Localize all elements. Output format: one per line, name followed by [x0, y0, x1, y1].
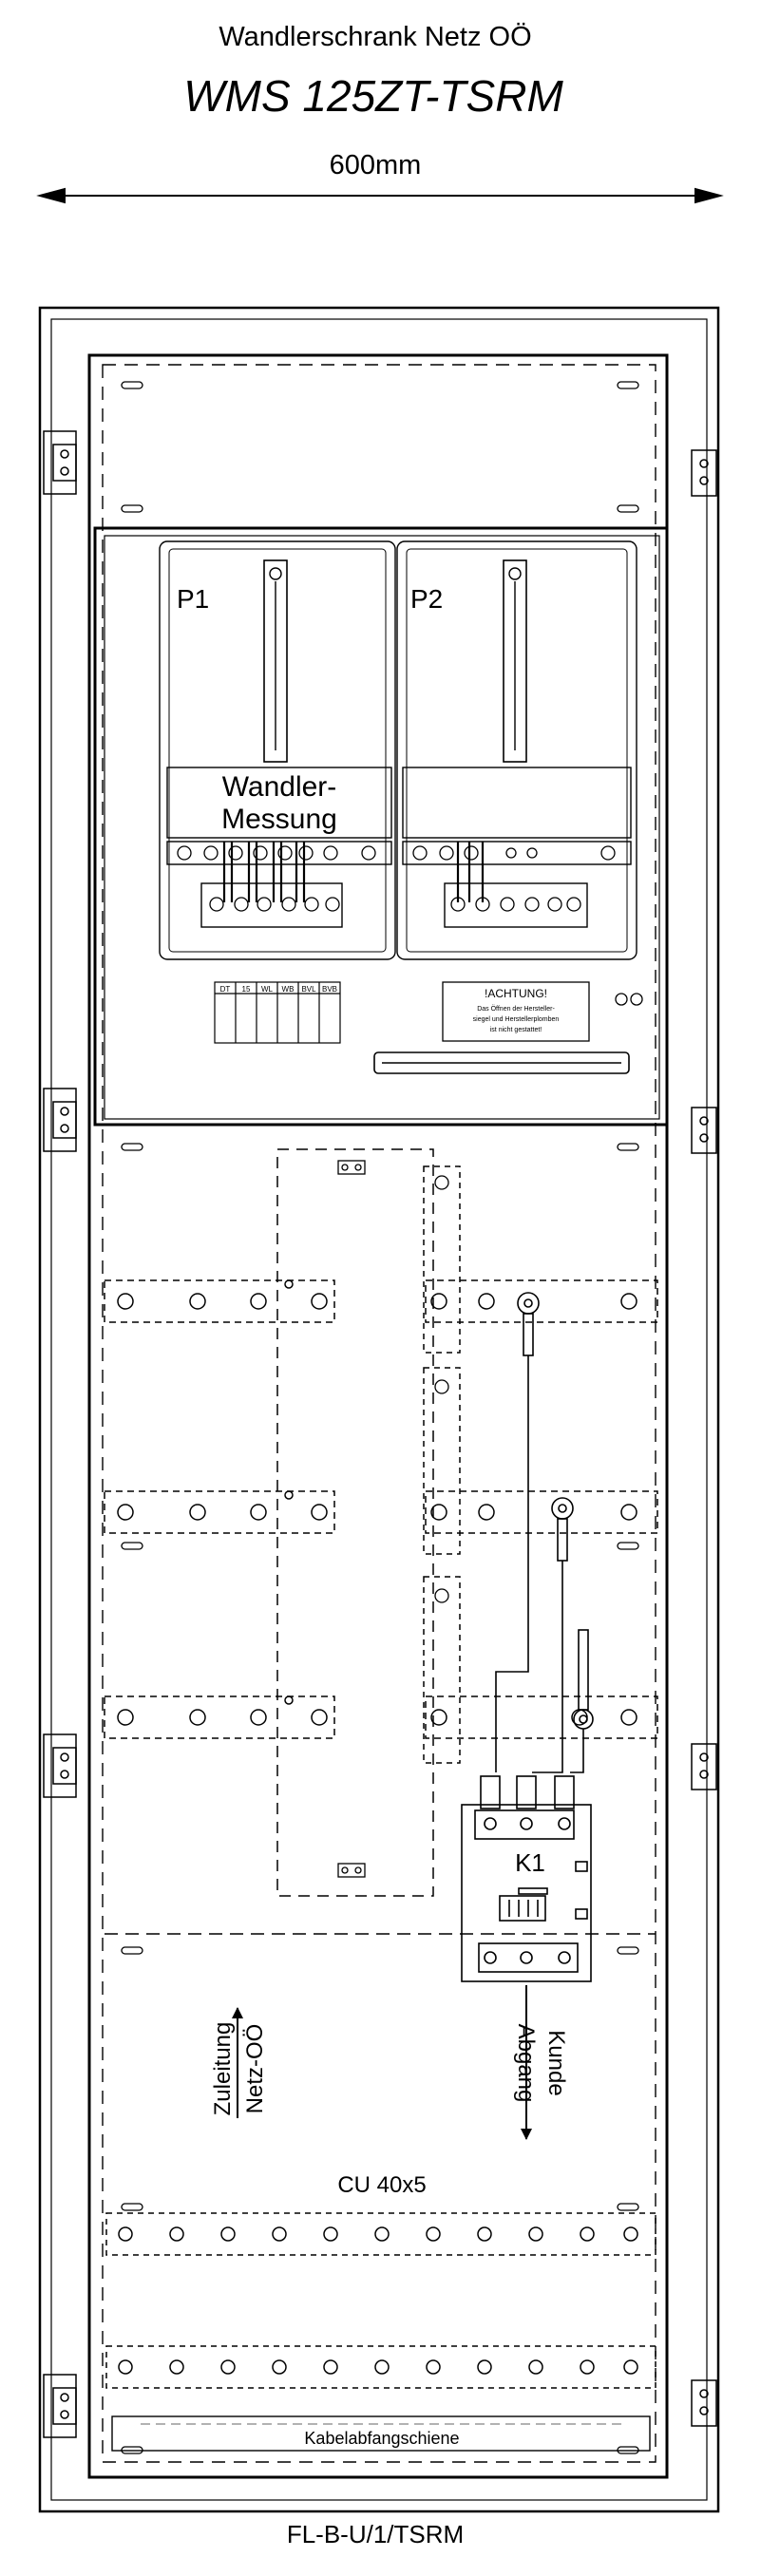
channel-connectors: [337, 1160, 366, 1878]
footer-designation: FL-B-U/1/TSRM: [287, 2520, 464, 2548]
contactor-k1: [461, 1775, 592, 1982]
meter-p1-wires: [222, 842, 306, 902]
fuse-holder-screws: [434, 1175, 449, 1603]
terminal-label-wl: WL: [261, 985, 274, 994]
width-dimension-label: 600mm: [330, 150, 422, 180]
vertical-channel-left: [276, 1148, 434, 1897]
warning-label-box: [442, 981, 590, 1042]
copper-busbar-1: [105, 2212, 656, 2256]
meter-p2-screws: [412, 845, 616, 912]
cabinet-subtitle: Wandlerschrank Netz OÖ: [219, 22, 531, 52]
lock-right-2: [691, 1107, 717, 1154]
width-dimension-line: [36, 187, 724, 204]
outgoing-label-line1: Abgang: [513, 2024, 539, 2103]
incoming-label-line2: Netz-OÖ: [242, 2024, 268, 2114]
meter-p1-screws: [177, 845, 376, 912]
incoming-label-line1: Zuleitung: [210, 2022, 236, 2116]
meter-p2-label: P2: [410, 584, 443, 614]
terminal-label-wb: WB: [282, 985, 295, 994]
terminal-label-dt: DT: [220, 985, 231, 994]
hinge-left-1: [43, 430, 77, 495]
lock-right-3: [691, 1743, 717, 1790]
warning-title: !ACHTUNG!: [485, 987, 547, 1000]
cable-rail: [111, 2415, 651, 2452]
meter-p2-wires: [456, 842, 485, 902]
transformer-label-line2: Messung: [221, 804, 337, 835]
lock-right-4: [691, 2379, 717, 2427]
outgoing-label-line2: Kunde: [543, 2030, 569, 2095]
terminal-label-bvl: BVL: [301, 985, 316, 994]
meter-p2: [396, 540, 637, 960]
hinge-left-4: [43, 2374, 77, 2438]
cabinet-frame: [38, 306, 720, 2513]
copper-busbar-2: [105, 2345, 656, 2389]
contactor-label: K1: [515, 1848, 545, 1877]
warning-line-2: siegel und Herstellerplomben: [473, 1016, 560, 1023]
cable-lugs: [517, 1292, 594, 1730]
meter-panel: [93, 526, 669, 1127]
busbar-row-2: [104, 1490, 658, 1534]
panel-knobs: [615, 993, 643, 1006]
busbar-label: CU 40x5: [337, 2172, 426, 2198]
cabinet-model-title: WMS 125ZT-TSRM: [183, 71, 563, 121]
hinge-left-2: [43, 1088, 77, 1152]
terminal-block: [214, 981, 341, 1044]
mounting-slots: [121, 381, 639, 2454]
cable-rail-label: Kabelabfangschiene: [304, 2429, 459, 2448]
hinge-left-3: [43, 1733, 77, 1798]
contactor-feed-wires: [495, 1355, 584, 1773]
busbar-row-1: [104, 1279, 658, 1323]
meter-p1-label: P1: [177, 584, 209, 614]
panel-handle: [373, 1051, 630, 1074]
terminal-label-15: 15: [242, 985, 251, 994]
fuse-holders: [423, 1165, 461, 1764]
transformer-label-line1: Wandler-: [222, 771, 337, 803]
warning-line-1: Das Öffnen der Hersteller-: [477, 1005, 555, 1013]
warning-line-3: ist nicht gestattet!: [490, 1027, 542, 1033]
terminal-label-bvb: BVB: [322, 985, 337, 994]
busbar-row-3: [104, 1695, 658, 1739]
lock-right-1: [691, 449, 717, 497]
meter-p1: [159, 540, 396, 960]
